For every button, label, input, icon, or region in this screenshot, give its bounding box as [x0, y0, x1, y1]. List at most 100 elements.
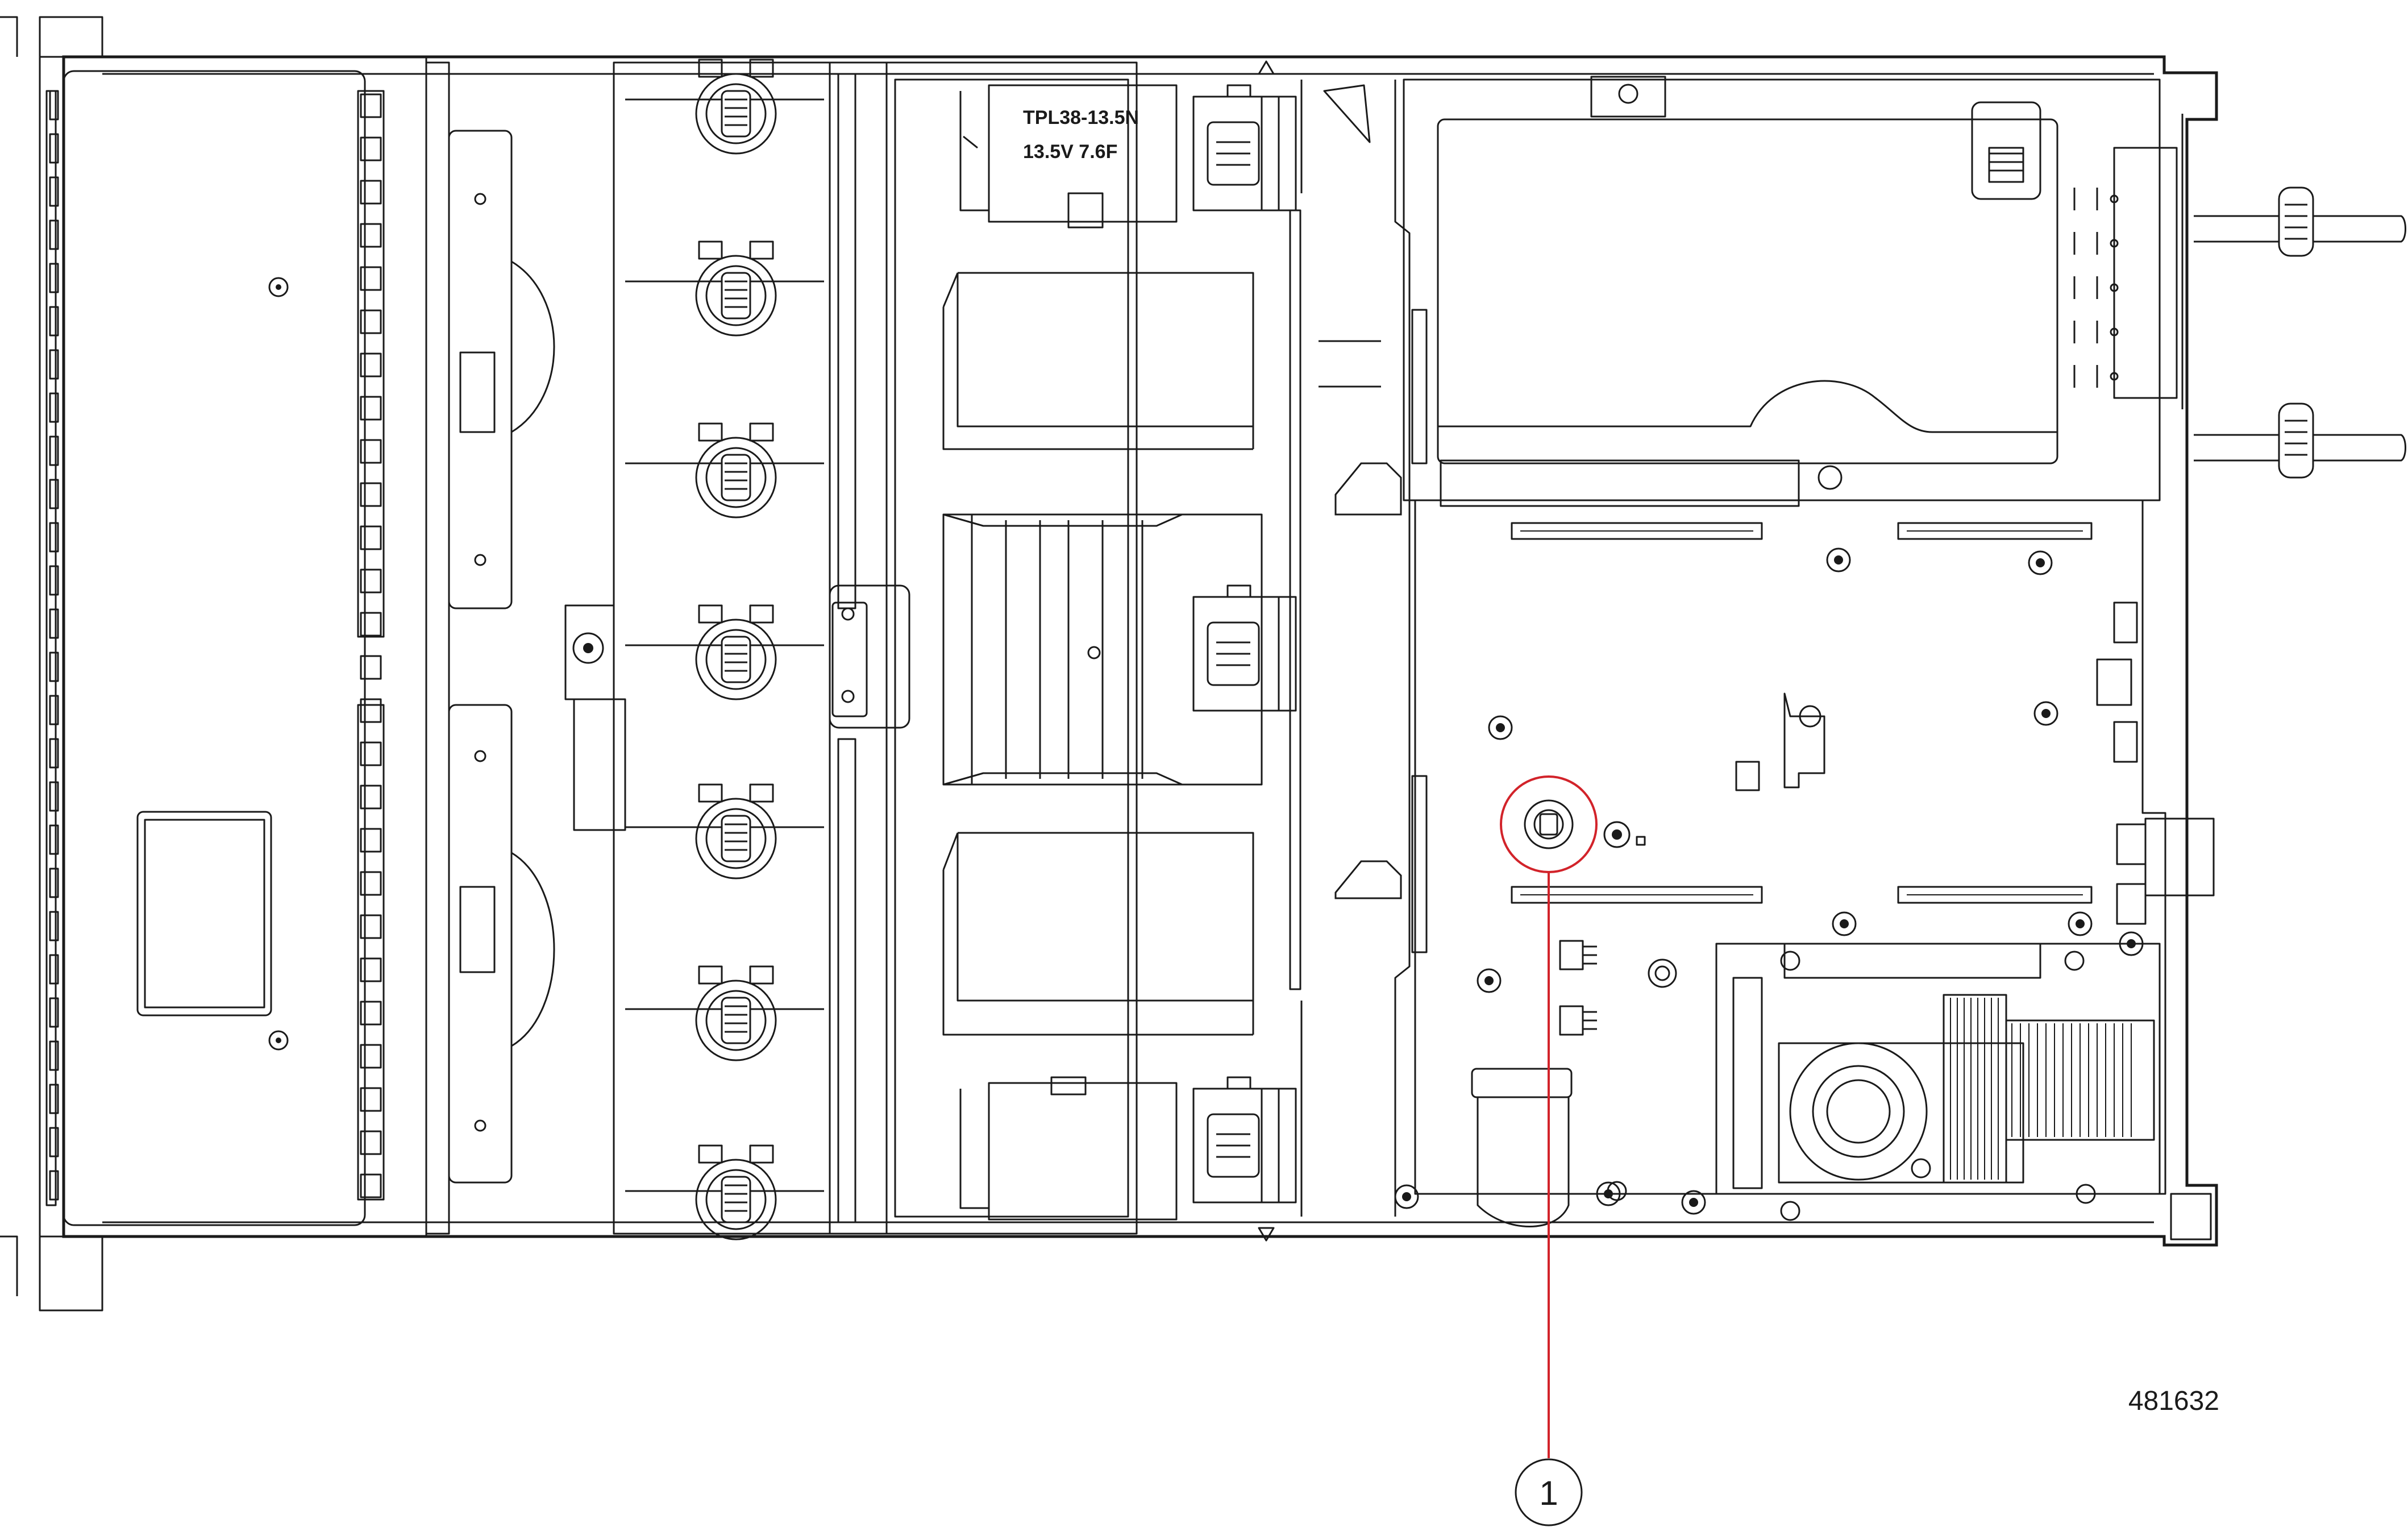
riser-guide: [2073, 365, 2098, 388]
drive-bay-tab: [49, 738, 59, 769]
callout-number-circle: [1515, 1458, 1583, 1526]
drive-connector: [360, 957, 382, 982]
drive-connector: [360, 569, 382, 594]
drive-bay-tab: [49, 954, 59, 985]
drive-bay-tab: [49, 90, 59, 121]
drive-bay-tab: [49, 565, 59, 596]
drive-connector: [360, 1001, 382, 1026]
fan-module: [695, 422, 777, 518]
fan-module: [695, 783, 777, 879]
rear-handle-top: [2194, 186, 2406, 257]
drive-bay-tab: [49, 522, 59, 553]
drive-bay-tab: [49, 824, 59, 855]
drive-connector: [360, 828, 382, 853]
standoff-hole: [2033, 701, 2058, 726]
riser-screw: [2110, 372, 2119, 381]
drive-bay-tab: [49, 306, 59, 337]
psu-label-line1: TPL38-13.5N: [1023, 107, 1139, 128]
standoff-center: [2036, 558, 2045, 567]
drive-bay-tab: [49, 176, 59, 207]
arrow-marker: [1258, 60, 1275, 75]
socket-bracket: [1192, 84, 1297, 211]
cpu-memory-area: [885, 61, 1263, 1235]
drive-bay-tab: [49, 479, 59, 509]
drive-bay-tab: [49, 1040, 59, 1071]
standoff-hole: [1596, 1181, 1621, 1206]
center-latch: [564, 604, 626, 831]
drive-bay-tab: [49, 263, 59, 293]
drive-bay-tab: [49, 435, 59, 466]
drive-connector: [360, 136, 382, 161]
mlom-card: [1715, 943, 2161, 1221]
standoff-center: [1496, 723, 1505, 732]
power-supply-bottom: [959, 1076, 1178, 1221]
figure-id: 481632: [2128, 1386, 2219, 1416]
drive-bay-tab: [49, 349, 59, 380]
fan-tray: [613, 61, 910, 1235]
cable-bracket: [1471, 1068, 1627, 1227]
standoff-hole: [1394, 1184, 1419, 1209]
fan-module: [695, 240, 777, 337]
riser-screw: [2110, 194, 2119, 204]
drive-connector: [360, 396, 382, 421]
drive-connector: [360, 525, 382, 550]
fan-module: [695, 59, 777, 155]
drive-connector: [360, 352, 382, 377]
socket-bracket: [1192, 584, 1297, 712]
drive-connector: [360, 1130, 382, 1155]
standoff-center: [2041, 709, 2051, 718]
drive-bay-tab: [49, 781, 59, 812]
drive-bay-tabs: [49, 90, 382, 1201]
rear-handle-bottom: [2194, 403, 2406, 479]
drive-connector: [360, 612, 382, 637]
drive-connector: [360, 439, 382, 464]
standoff-center: [1840, 919, 1849, 928]
standoff-hole: [1826, 547, 1851, 572]
drive-connector: [360, 180, 382, 205]
standoff-hole: [1681, 1190, 1706, 1215]
drive-bay-tab: [49, 392, 59, 423]
drive-connector: [360, 223, 382, 248]
drive-connector: [360, 655, 382, 680]
fan-module: [695, 1144, 777, 1240]
drive-bay-tab: [49, 695, 59, 725]
drive-bay-tab: [49, 608, 59, 639]
drive-connector: [360, 741, 382, 766]
drive-bay-tab: [49, 1127, 59, 1157]
standoff-center: [1402, 1192, 1411, 1201]
standoff-center: [1689, 1198, 1698, 1207]
callout-highlight-circle: [1500, 775, 1598, 873]
pcie-riser: [1403, 76, 2184, 507]
psu-label-line2: 13.5V 7.6F: [1023, 141, 1117, 163]
drive-bay-tab: [49, 911, 59, 941]
callout-1: 1: [1500, 775, 1598, 1526]
arrow-marker: [1258, 1227, 1275, 1242]
riser-guide: [2073, 232, 2098, 255]
power-supply-top: TPL38-13.5N 13.5V 7.6F: [959, 84, 1178, 229]
riser-screw: [2110, 327, 2119, 337]
callout-number: 1: [1539, 1474, 1558, 1512]
standoff-center: [1834, 555, 1843, 565]
drive-bay-tab: [49, 997, 59, 1028]
standoff-center: [1484, 976, 1494, 985]
riser-slot-guides: [2073, 188, 2119, 388]
drive-connector: [360, 266, 382, 291]
front-drive-bay: [0, 16, 427, 1312]
rtc-battery: [1524, 799, 1646, 849]
standoff-hole: [2068, 911, 2093, 936]
drive-connector: [360, 309, 382, 334]
drive-connector: [360, 914, 382, 939]
motherboard: [1414, 499, 2166, 1195]
riser-guide: [2073, 276, 2098, 299]
riser-guide: [2073, 321, 2098, 343]
socket-bracket: [1192, 1076, 1297, 1204]
riser-screw: [2110, 239, 2119, 248]
drive-connector: [360, 871, 382, 896]
drive-connector: [360, 1173, 382, 1198]
drive-bay-tab: [49, 1084, 59, 1114]
drive-bay-tab: [49, 652, 59, 682]
drive-connector: [360, 482, 382, 507]
drive-connector: [360, 93, 382, 118]
standoff-hole: [2028, 550, 2053, 575]
